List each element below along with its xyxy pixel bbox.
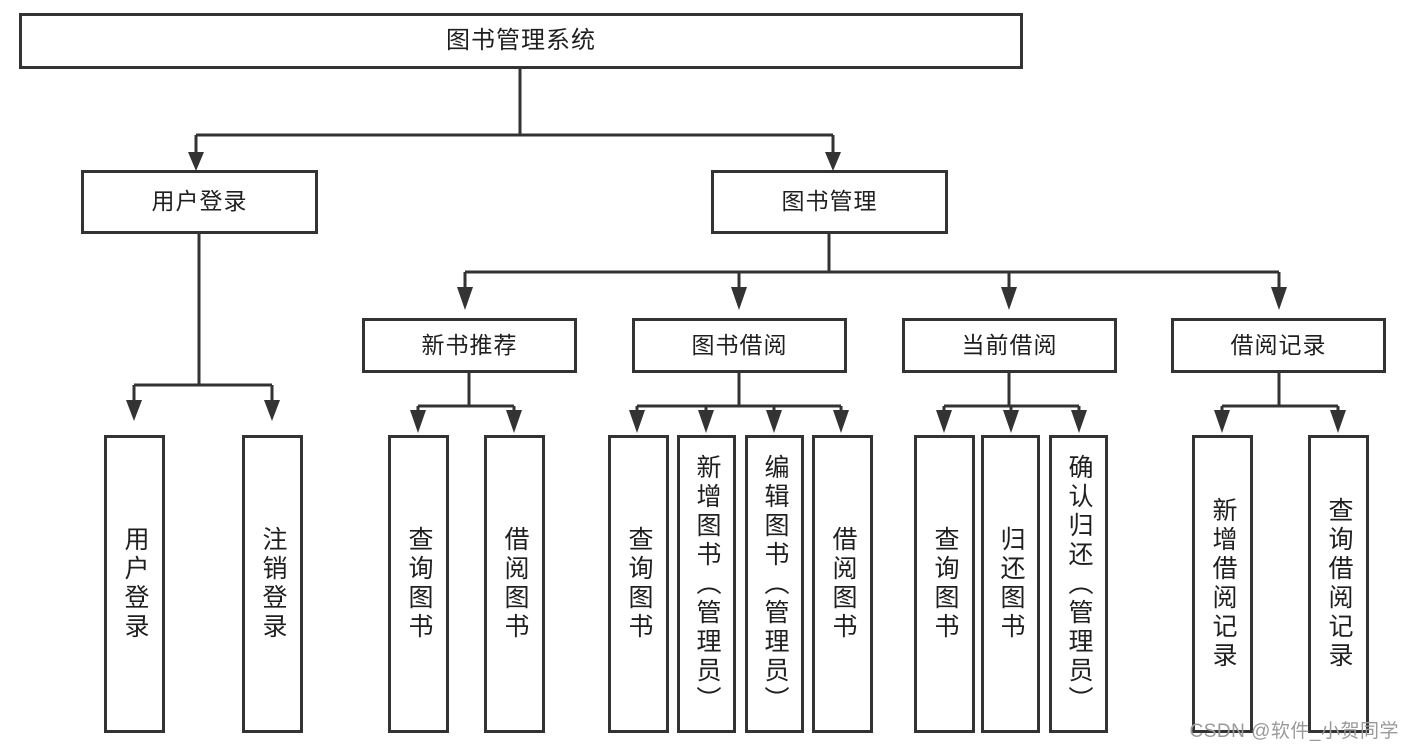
leaf-logout[interactable]: 注销登录 bbox=[242, 435, 303, 733]
node-book-borrow[interactable]: 图书借阅 bbox=[632, 318, 847, 373]
leaf-user-login[interactable]: 用户登录 bbox=[104, 435, 165, 733]
node-label: 注销登录 bbox=[259, 526, 287, 642]
node-label: 当前借阅 bbox=[961, 331, 1058, 358]
node-label: 用户登录 bbox=[121, 526, 149, 642]
node-label: 查询图书 bbox=[405, 526, 433, 642]
leaf-borrow-query-book[interactable]: 查询图书 bbox=[608, 435, 669, 733]
node-label: 查询图书 bbox=[625, 526, 653, 642]
leaf-borrow-borrow-book[interactable]: 借阅图书 bbox=[812, 435, 873, 733]
node-borrow-record[interactable]: 借阅记录 bbox=[1171, 318, 1386, 373]
leaf-borrow-edit-book[interactable]: 编辑图书（管理员） bbox=[745, 435, 804, 733]
leaf-newbook-query-book[interactable]: 查询图书 bbox=[388, 435, 449, 733]
leaf-current-query-book[interactable]: 查询图书 bbox=[914, 435, 975, 733]
node-label: 新增借阅记录 bbox=[1209, 497, 1237, 671]
node-label: 借阅图书 bbox=[829, 526, 857, 642]
leaf-record-query-record[interactable]: 查询借阅记录 bbox=[1308, 435, 1369, 733]
node-label: 借阅记录 bbox=[1230, 331, 1327, 358]
node-book-management[interactable]: 图书管理 bbox=[711, 170, 948, 234]
node-current-borrow[interactable]: 当前借阅 bbox=[902, 318, 1117, 373]
leaf-current-return-book[interactable]: 归还图书 bbox=[981, 435, 1040, 733]
node-label: 图书借阅 bbox=[691, 331, 788, 358]
node-label: 图书管理 bbox=[781, 188, 878, 215]
leaf-current-confirm-return[interactable]: 确认归还（管理员） bbox=[1049, 435, 1108, 733]
node-label: 确认归还（管理员） bbox=[1065, 453, 1093, 715]
leaf-borrow-add-book[interactable]: 新增图书（管理员） bbox=[677, 435, 736, 733]
node-label: 图书管理系统 bbox=[446, 26, 596, 54]
node-label: 编辑图书（管理员） bbox=[761, 453, 789, 715]
leaf-newbook-borrow-book[interactable]: 借阅图书 bbox=[484, 435, 545, 733]
node-user-login[interactable]: 用户登录 bbox=[81, 170, 318, 234]
node-label: 归还图书 bbox=[997, 526, 1025, 642]
node-label: 借阅图书 bbox=[501, 526, 529, 642]
node-label: 用户登录 bbox=[151, 188, 248, 215]
leaf-record-add-record[interactable]: 新增借阅记录 bbox=[1192, 435, 1253, 733]
node-label: 新书推荐 bbox=[421, 331, 518, 358]
node-label: 查询借阅记录 bbox=[1325, 497, 1353, 671]
node-label: 新增图书（管理员） bbox=[693, 453, 721, 715]
node-label: 查询图书 bbox=[931, 526, 959, 642]
node-root-system[interactable]: 图书管理系统 bbox=[19, 13, 1023, 69]
node-new-book-recommend[interactable]: 新书推荐 bbox=[362, 318, 577, 373]
watermark-text: CSDN @软件_小贺同学 bbox=[1189, 721, 1399, 742]
